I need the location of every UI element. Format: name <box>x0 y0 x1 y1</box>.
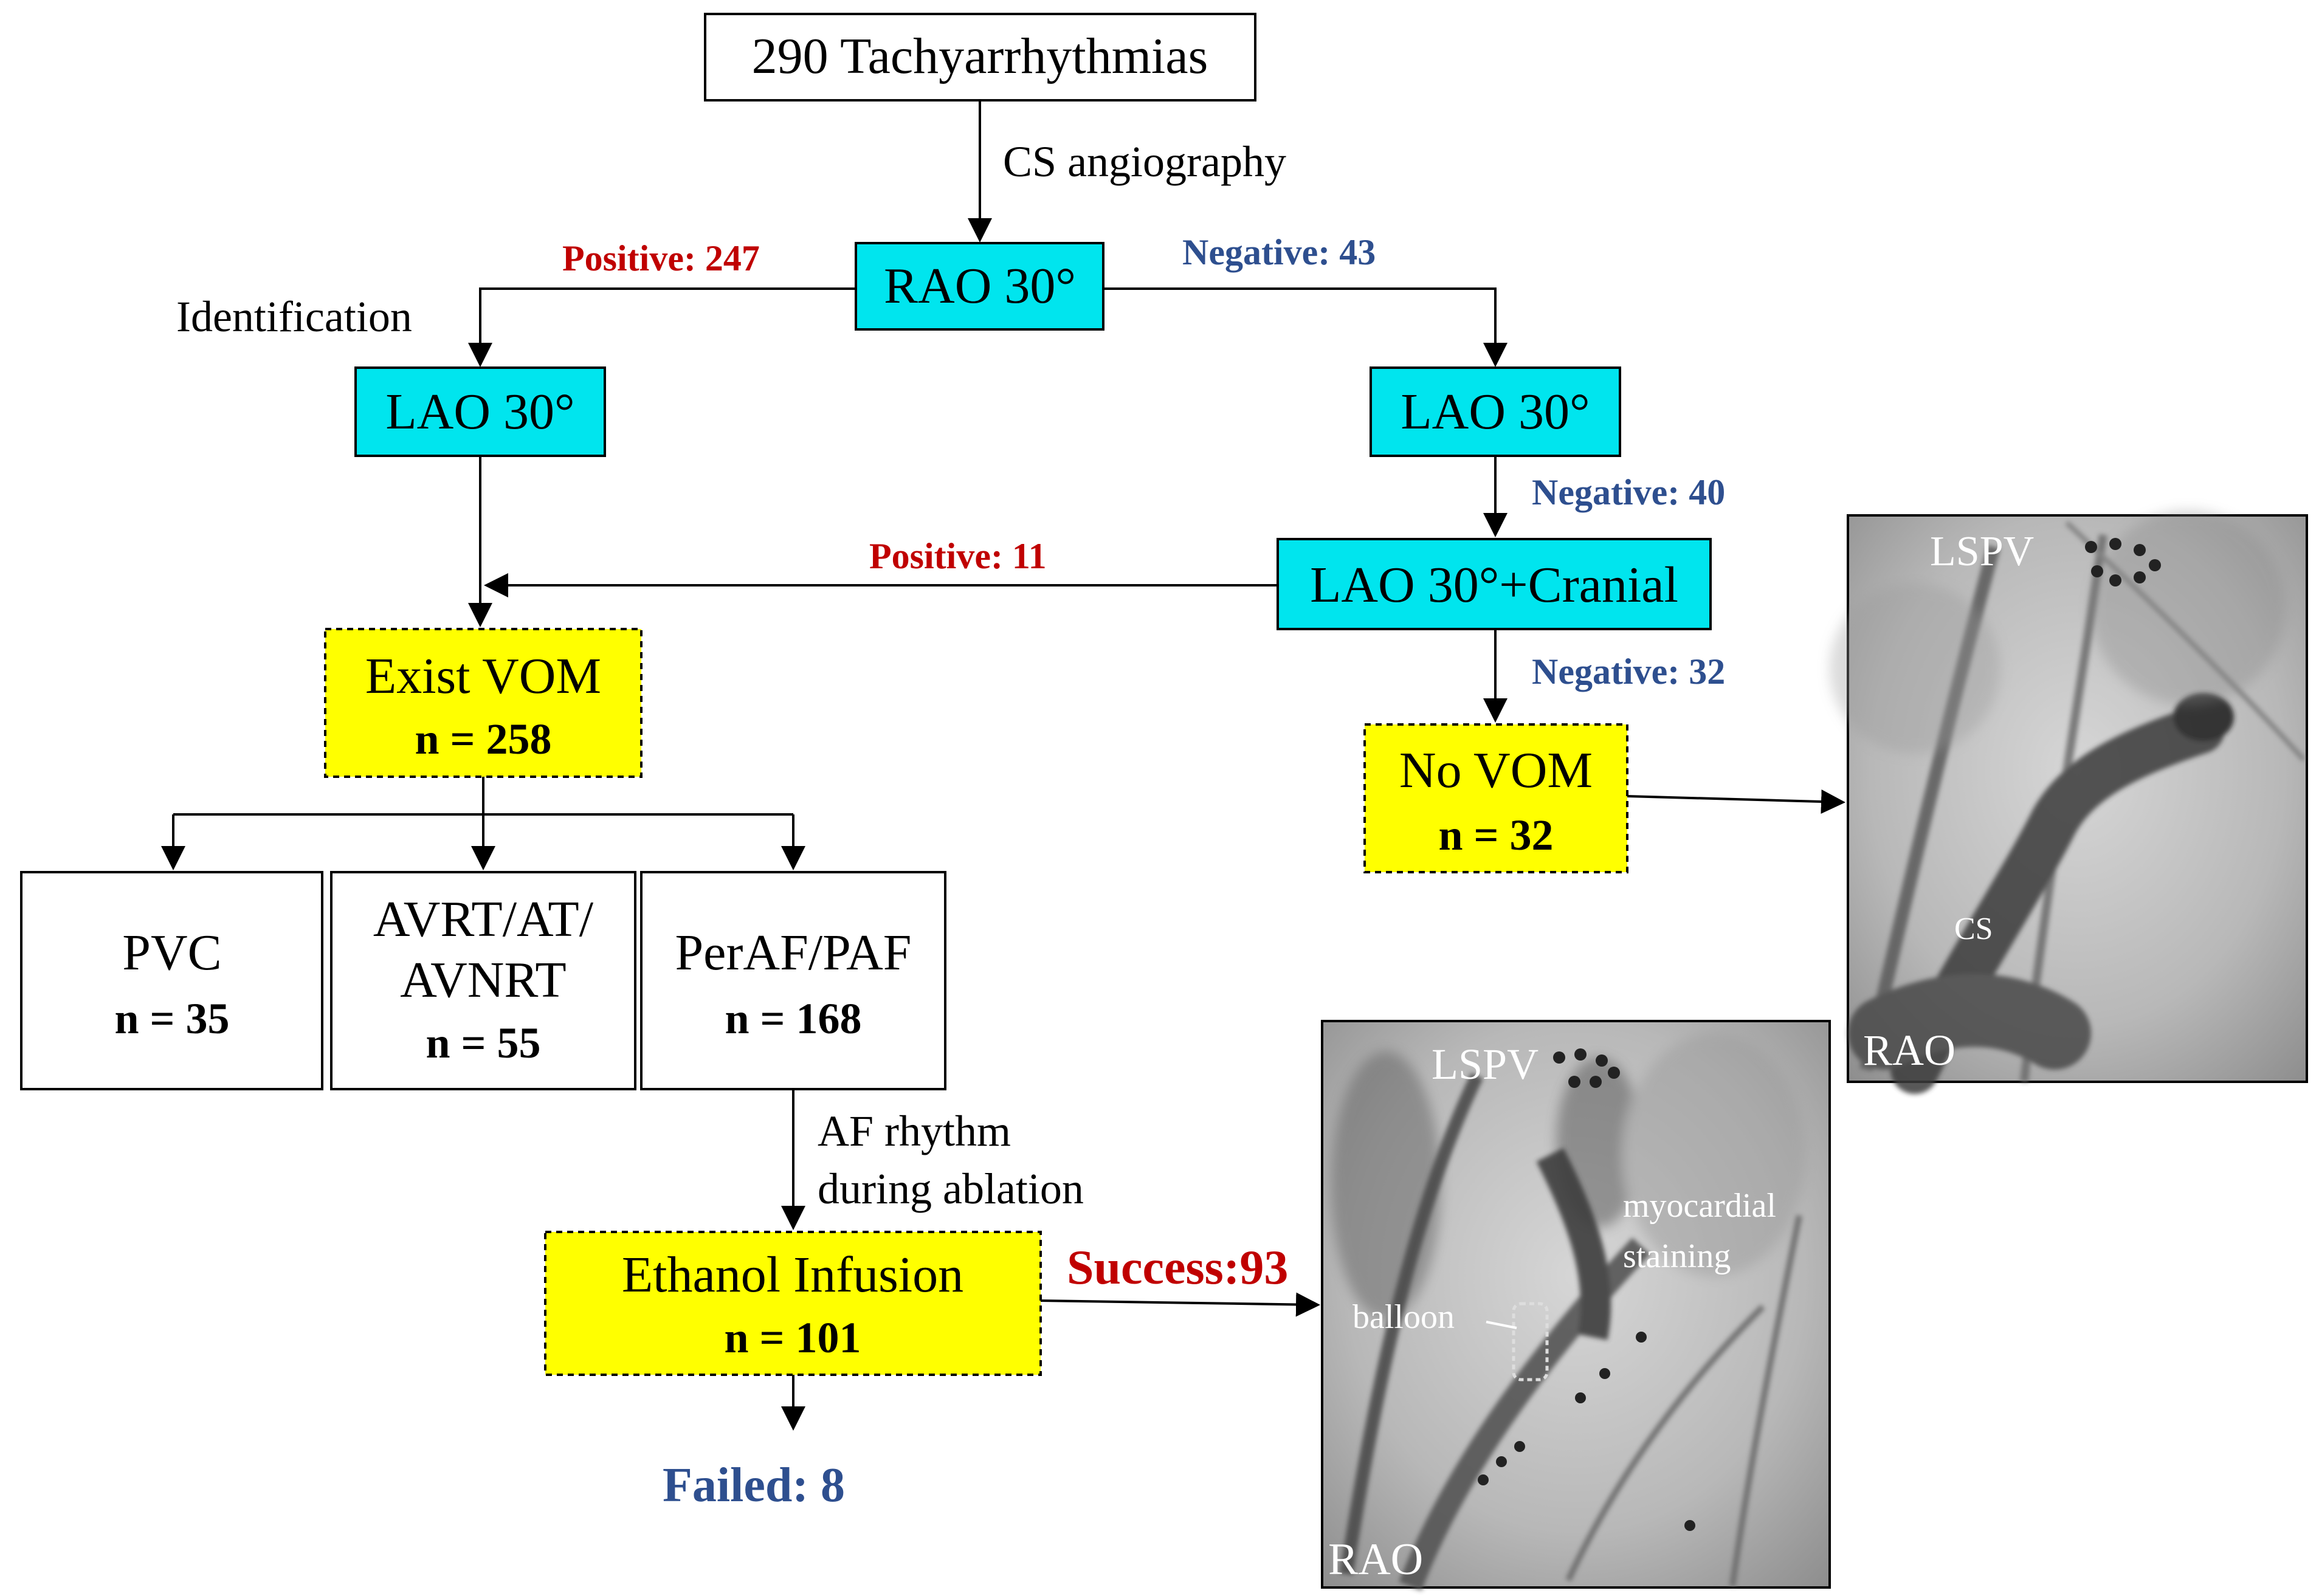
start-label: 290 Tachyarrhythmias <box>752 28 1208 84</box>
label-failed: Failed: 8 <box>663 1459 845 1512</box>
edge-rao-lao-right <box>1103 287 1508 367</box>
bottom-image-rao: RAO <box>1328 1535 1423 1584</box>
avrt-title-line2: AVNRT <box>400 952 566 1008</box>
label-cs-angiography: CS angiography <box>1003 137 1286 186</box>
node-lao-cranial: LAO 30°+Cranial <box>1277 538 1712 630</box>
node-no-vom: No VOM n = 32 <box>1363 723 1628 873</box>
lao-left-label: LAO 30° <box>385 384 574 440</box>
label-af-rhythm-line2: during ablation <box>818 1164 1084 1213</box>
node-exist-vom: Exist VOM n = 258 <box>324 628 643 778</box>
pvc-title: PVC <box>122 924 221 981</box>
avrt-count: n = 55 <box>426 1019 540 1067</box>
label-success: Success:93 <box>1067 1241 1288 1295</box>
label-negative-43: Negative: 43 <box>1182 232 1376 272</box>
node-pvc: PVC n = 35 <box>20 871 323 1090</box>
bottom-image-lspv: LSPV <box>1432 1040 1539 1089</box>
node-avrt: AVRT/AT/ AVNRT n = 55 <box>330 871 636 1090</box>
lao-right-label: LAO 30° <box>1401 384 1590 440</box>
label-identification: Identification <box>176 292 412 341</box>
connectors <box>161 100 1845 1431</box>
electrode-ring-top <box>2085 538 2161 586</box>
ethanol-title: Ethanol Infusion <box>622 1247 963 1303</box>
pvc-count: n = 35 <box>114 994 229 1043</box>
avrt-title-line1: AVRT/AT/ <box>373 891 594 948</box>
bottom-image-myocardial-line2: staining <box>1623 1237 1731 1275</box>
edge-ethanol-image <box>1040 1292 1320 1317</box>
peraf-count: n = 168 <box>725 994 861 1043</box>
electrode-ring-bottom <box>1553 1048 1620 1088</box>
top-image-cs: CS <box>1954 912 1993 946</box>
bottom-image-balloon: balloon <box>1352 1298 1455 1336</box>
edge-rao-lao-left <box>468 287 856 367</box>
balloon-pointer <box>1486 1321 1517 1329</box>
node-lao-right: LAO 30° <box>1370 366 1621 457</box>
fluoro-image-bottom: LSPV myocardial staining balloon RAO <box>1321 1020 1831 1591</box>
exist-vom-title: Exist VOM <box>365 648 601 704</box>
label-negative-40: Negative: 40 <box>1532 472 1725 512</box>
edge-novom-image <box>1627 789 1845 814</box>
node-ethanol: Ethanol Infusion n = 101 <box>544 1231 1042 1376</box>
fluoro-image-top: LSPV CS RAO <box>1830 511 2308 1094</box>
label-positive-11: Positive: 11 <box>869 536 1047 576</box>
rao-label: RAO 30° <box>884 258 1076 314</box>
node-lao-left: LAO 30° <box>354 366 606 457</box>
no-vom-count: n = 32 <box>1438 811 1553 859</box>
balloon-outline <box>1512 1302 1549 1381</box>
bottom-image-myocardial-line1: myocardial <box>1623 1187 1776 1225</box>
label-af-rhythm-line1: AF rhythm <box>818 1107 1011 1155</box>
no-vom-title: No VOM <box>1399 742 1593 799</box>
exist-vom-count: n = 258 <box>415 715 551 763</box>
node-rao: RAO 30° <box>855 242 1104 331</box>
top-image-lspv: LSPV <box>1930 528 2034 575</box>
node-peraf: PerAF/PAF n = 168 <box>640 871 946 1090</box>
top-image-rao: RAO <box>1863 1026 1955 1075</box>
node-start: 290 Tachyarrhythmias <box>704 13 1256 101</box>
label-negative-32: Negative: 32 <box>1532 652 1725 692</box>
label-positive-247: Positive: 247 <box>562 238 760 278</box>
peraf-title: PerAF/PAF <box>675 924 911 981</box>
ethanol-count: n = 101 <box>724 1313 861 1362</box>
lao-cranial-label: LAO 30°+Cranial <box>1310 557 1678 613</box>
